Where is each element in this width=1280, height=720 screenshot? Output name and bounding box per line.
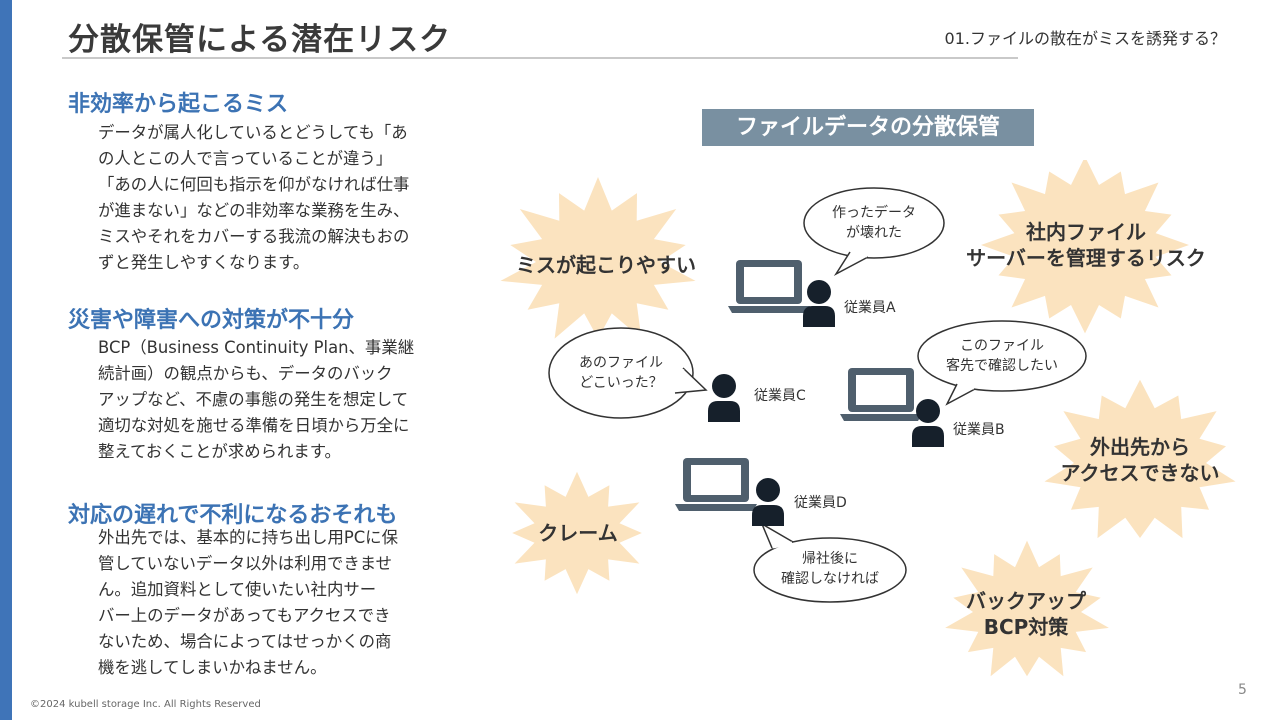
bubble-text-d: 帰社後に 確認しなければ <box>781 551 879 587</box>
title-divider <box>62 57 1018 59</box>
laptop-icon <box>728 260 810 313</box>
starburst-remote-access <box>1044 379 1236 539</box>
employee-label-a: 従業員A <box>844 300 896 316</box>
starburst-complaint <box>512 471 642 595</box>
starburst-server-risk <box>981 160 1189 334</box>
sidebar-accent-bar <box>0 0 12 720</box>
section-heading-inefficiency: 非効率から起こるミス <box>68 92 289 117</box>
slide-title: 分散保管による潜在リスク <box>68 22 452 58</box>
speech-bubble-b <box>917 320 1087 406</box>
employee-label-d: 従業員D <box>794 495 847 511</box>
bubble-text-c: あのファイル どこいった？ <box>579 355 663 391</box>
risk-label-mistakes: ミスが起こりやすい <box>516 253 696 277</box>
speech-bubble-d <box>753 522 907 603</box>
bubble-text-a: 作ったデータ が壊れた <box>832 205 916 241</box>
risk-label-complaint: クレーム <box>538 521 618 545</box>
speech-bubble-a <box>803 187 945 276</box>
risk-label-backup: バックアップ BCP対策 <box>966 589 1086 639</box>
section-heading-disaster: 災害や障害への対策が不十分 <box>68 308 355 333</box>
section-body-disaster: BCP（Business Continuity Plan、事業継 続計画）の観点… <box>98 338 415 461</box>
laptop-icon <box>840 368 922 421</box>
starburst-mistakes <box>500 177 696 339</box>
section-body-delay: 外出先では、基本的に持ち出し用PCに保 管していないデータ以外は利用できませ ん… <box>98 528 398 677</box>
laptop-icon <box>675 458 757 511</box>
page-number: 5 <box>1238 682 1247 698</box>
person-icon <box>912 399 944 447</box>
risk-label-remote: 外出先から アクセスできない <box>1060 435 1220 485</box>
employee-label-b: 従業員B <box>953 422 1005 438</box>
employee-label-c: 従業員C <box>754 388 806 404</box>
person-icon <box>708 374 740 422</box>
section-body-inefficiency: データが属人化しているとどうしても「あ の人とこの人で言っていることが違う」 「… <box>98 123 410 272</box>
copyright-text: ©2024 kubell storage Inc. All Rights Res… <box>30 699 261 710</box>
person-icon <box>803 280 835 327</box>
section-label: 01.ファイルの散在がミスを誘発する？ <box>944 29 1226 48</box>
person-icon <box>752 478 784 526</box>
bubble-text-b: このファイル 客先で確認したい <box>946 338 1058 374</box>
speech-bubble-c <box>548 327 708 419</box>
risk-diagram <box>500 160 1236 677</box>
diagram-title: ファイルデータの分散保管 <box>702 109 1034 146</box>
starburst-backup <box>945 540 1109 677</box>
section-heading-delay: 対応の遅れで不利になるおそれも <box>68 503 398 528</box>
risk-label-server: 社内ファイル サーバーを管理するリスク <box>966 220 1206 270</box>
